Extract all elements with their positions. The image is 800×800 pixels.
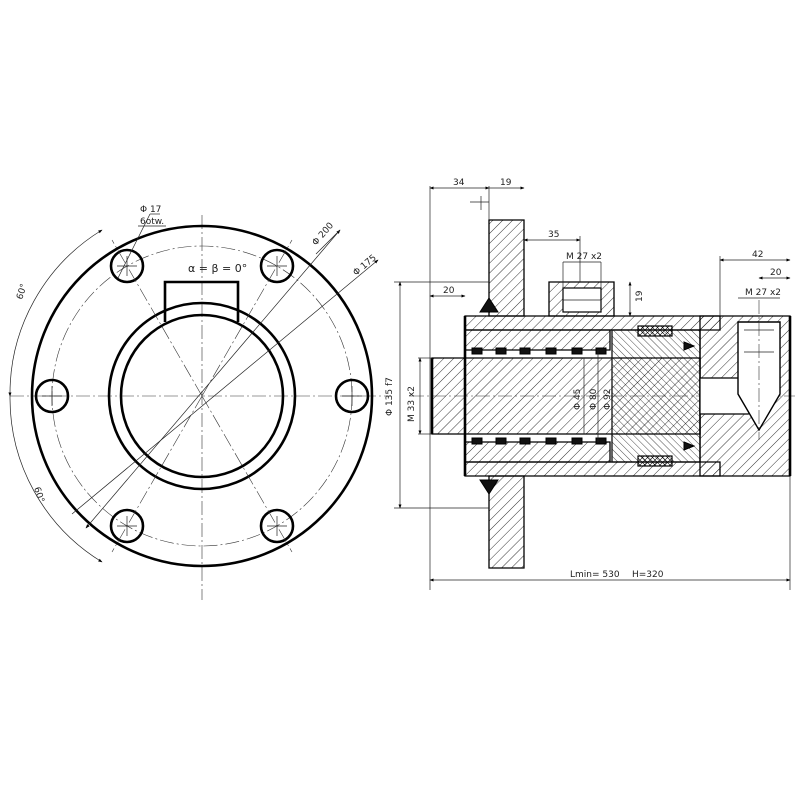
flange-top-section: [488, 219, 525, 317]
tube-top-wall: [464, 315, 721, 331]
length-min-label: Lmin= 530: [570, 570, 620, 580]
rod-seals: [471, 347, 607, 445]
dim-20-right-label: 20: [770, 268, 782, 278]
flange-bottom-section: [488, 475, 525, 569]
angle-arc-bottom: [9, 395, 103, 563]
dim-19-side-label: 19: [635, 290, 645, 302]
flange-diameter-label: Φ 135 f7: [385, 377, 395, 416]
tube-bottom-wall: [464, 461, 721, 477]
angle-formula-label: α = β = 0°: [188, 262, 247, 275]
angle-arc-top: [8, 229, 103, 397]
piston: [611, 329, 701, 463]
dia-80-label: Φ 80: [589, 388, 599, 410]
pitch-circle-dimension: [71, 259, 379, 515]
shaft-thread-label: M 33 x2: [407, 386, 417, 422]
bolt-circle-dimension: [85, 229, 341, 529]
port-2-thread-label: M 27 x2: [745, 288, 781, 298]
angle-top-label: 60°: [15, 283, 29, 301]
front-view: Φ 17 6otw. α = β = 0° Φ 200 Φ 175 60° 60…: [8, 205, 390, 600]
dia-92-label: Φ 92: [603, 389, 613, 410]
bolt-circle-label: Φ 200: [311, 221, 337, 248]
dia-45-label: Φ 45: [573, 389, 583, 410]
dim-34-label: 34: [453, 178, 465, 188]
port-1-thread-label: M 27 x2: [566, 252, 602, 262]
piston-seal-top: [637, 325, 673, 337]
piston-seal-bottom: [637, 455, 673, 467]
hole-count-label: 6otw.: [140, 217, 164, 227]
dim-19-top-label: 19: [500, 178, 512, 188]
stroke-label: H=320: [632, 570, 664, 580]
dim-35-label: 35: [548, 230, 559, 240]
dim-20-left-label: 20: [443, 286, 455, 296]
dim-42-label: 42: [752, 250, 763, 260]
pitch-circle-label: Φ 175: [352, 253, 379, 278]
section-view: 34 19 35 M 27 x2 19 20 42 20 M 27 x2: [385, 178, 795, 590]
angle-bottom-label: 60°: [31, 486, 45, 504]
hole-diameter-label: Φ 17: [140, 205, 161, 215]
